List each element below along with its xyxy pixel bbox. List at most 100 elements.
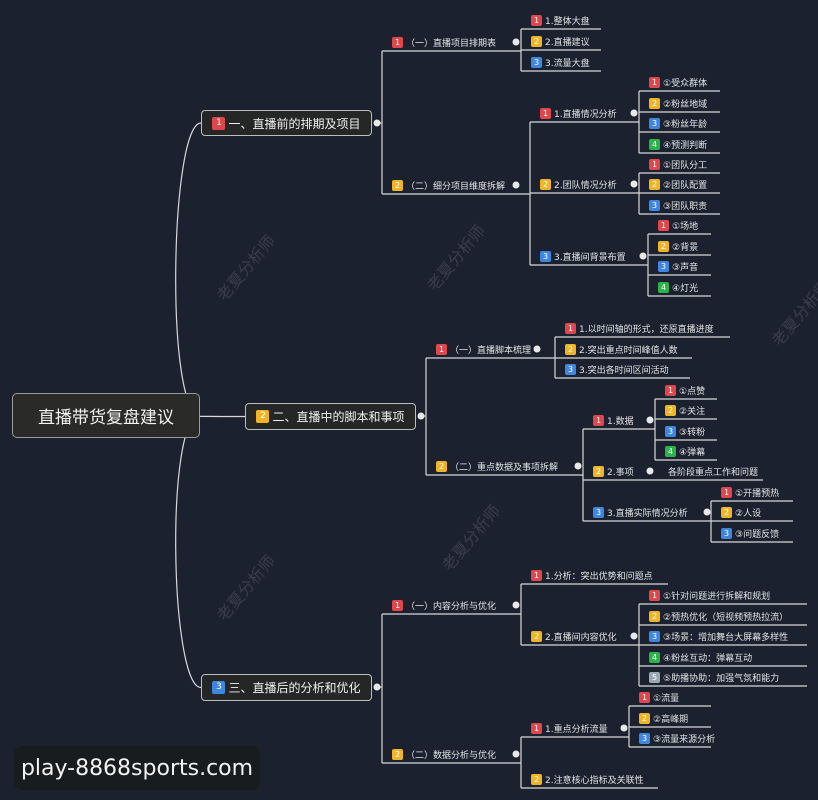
collapse-toggle[interactable]: [512, 181, 520, 189]
priority-badge-icon: 3: [665, 425, 676, 437]
priority-badge-icon: 1: [540, 107, 551, 119]
overlay-banner: play-8868sports.com: [14, 746, 260, 790]
root-node[interactable]: 直播带货复盘建议: [12, 393, 200, 438]
priority-badge-icon: 1: [665, 384, 676, 396]
topic-node[interactable]: 2（二）重点数据及事项拆解: [436, 459, 558, 473]
branch-label: 一、直播前的排期及项目: [228, 116, 361, 131]
topic-label: ③粉丝年龄: [663, 119, 708, 130]
topic-node[interactable]: 2（二）细分项目维度拆解: [392, 178, 505, 192]
collapse-toggle[interactable]: [646, 416, 654, 424]
priority-badge-icon: 1: [721, 486, 732, 498]
priority-badge-icon: 4: [665, 445, 676, 457]
collapse-toggle[interactable]: [630, 109, 638, 117]
topic-label: ②预热优化（短视频预热拉流）: [663, 612, 789, 623]
collapse-toggle[interactable]: [533, 345, 541, 353]
topic-node[interactable]: 1（一）内容分析与优化: [392, 598, 496, 612]
topic-label: 1.重点分析流量: [545, 724, 608, 735]
collapse-toggle[interactable]: [512, 38, 520, 46]
topic-node[interactable]: 2（二）数据分析与优化: [392, 747, 496, 761]
collapse-toggle[interactable]: [373, 119, 381, 127]
priority-badge-icon: 2: [649, 610, 660, 622]
topic-node[interactable]: 1（一）直播项目排期表: [392, 35, 496, 49]
collapse-toggle[interactable]: [630, 632, 638, 640]
topic-label: ①点赞: [679, 386, 706, 397]
collapse-toggle[interactable]: [417, 412, 425, 420]
priority-badge-icon: 1: [436, 343, 447, 355]
priority-badge-icon: 1: [531, 569, 542, 581]
topic-label: 1.数据: [607, 416, 634, 427]
priority-badge-icon: 2: [593, 465, 604, 477]
topic-label: 2.团队情况分析: [554, 180, 617, 191]
collapse-toggle[interactable]: [646, 467, 654, 475]
topic-label: 2.直播建议: [545, 37, 590, 48]
topic-label: 2.直播间内容优化: [545, 632, 617, 643]
topic-node[interactable]: 1（一）直播脚本梳理: [436, 342, 531, 356]
topic-node[interactable]: 各阶段重点工作和问题: [668, 464, 758, 478]
topic-label: ②粉丝地域: [663, 99, 708, 110]
connector: [175, 414, 202, 689]
priority-badge-icon: 2: [649, 178, 660, 190]
topic-label: 1.整体大盘: [545, 16, 590, 27]
collapse-toggle[interactable]: [373, 683, 381, 691]
topic-label: 2.事项: [607, 467, 634, 478]
root-label: 直播带货复盘建议: [38, 408, 174, 428]
collapse-toggle[interactable]: [620, 724, 628, 732]
priority-badge-icon: 1: [531, 14, 542, 26]
collapse-toggle[interactable]: [639, 252, 647, 260]
topic-label: 3.突出各时间区间活动: [579, 365, 669, 376]
priority-badge-icon: 5: [649, 671, 660, 683]
topic-label: （二）重点数据及事项拆解: [450, 462, 559, 473]
collapse-toggle[interactable]: [512, 750, 520, 758]
collapse-toggle[interactable]: [703, 508, 711, 516]
topic-label: ②高峰期: [653, 714, 689, 725]
collapse-toggle[interactable]: [574, 462, 582, 470]
collapse-toggle[interactable]: [512, 601, 520, 609]
collapse-toggle[interactable]: [630, 180, 638, 188]
